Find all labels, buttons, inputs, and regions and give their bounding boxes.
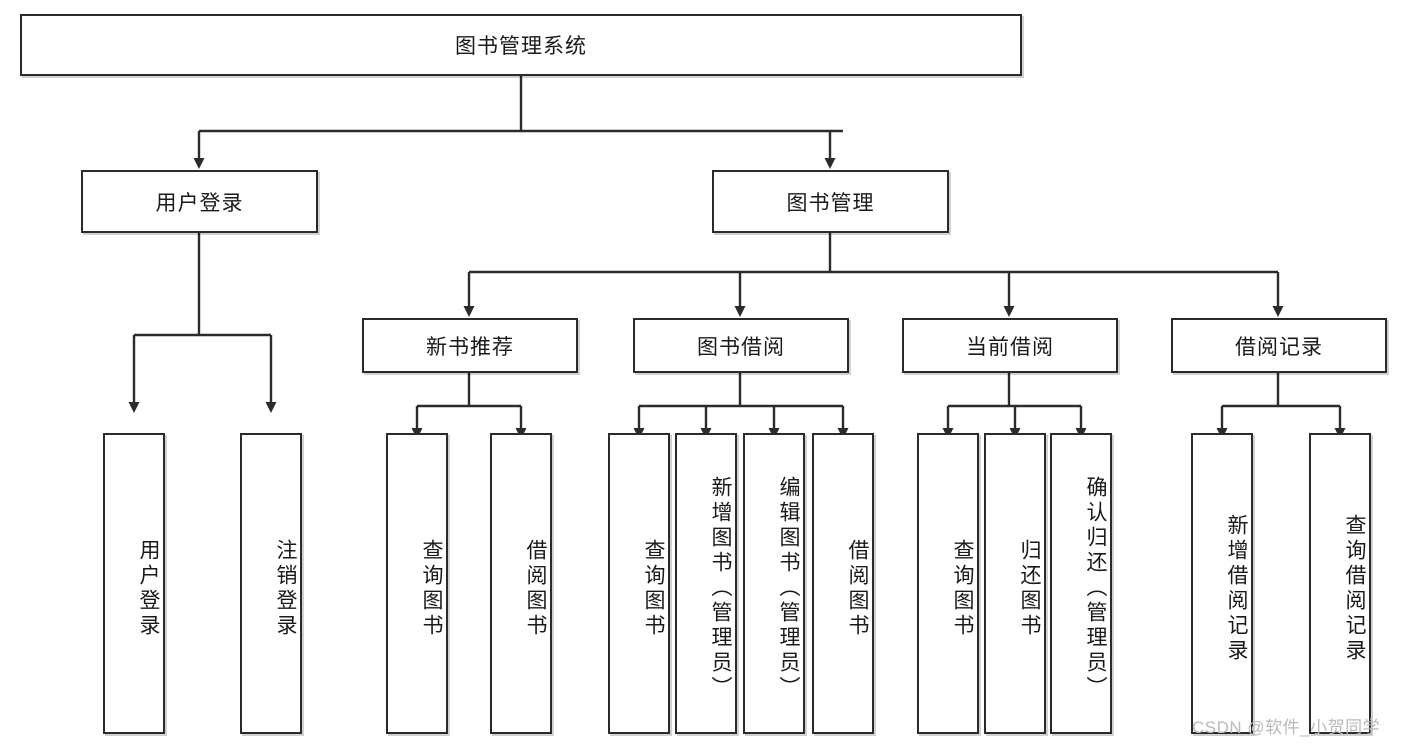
leaf-user-login[interactable]: 用户登录 (103, 433, 165, 734)
node-label: 查询图书 (951, 538, 974, 639)
leaf-query-book-borrow[interactable]: 查询图书 (608, 433, 670, 734)
node-label: 查询借阅记录 (1343, 513, 1366, 664)
node-book-borrow[interactable]: 图书借阅 (633, 318, 849, 373)
leaf-add-book-admin[interactable]: 新增图书（管理员） (675, 433, 737, 734)
leaf-return-book[interactable]: 归还图书 (984, 433, 1046, 734)
node-new-book-recommend[interactable]: 新书推荐 (362, 318, 578, 373)
leaf-add-borrow-record[interactable]: 新增借阅记录 (1191, 433, 1253, 734)
leaf-borrow-book-recommend[interactable]: 借阅图书 (490, 433, 552, 734)
node-label: 借阅记录 (1235, 335, 1323, 359)
leaf-query-book-current[interactable]: 查询图书 (917, 433, 979, 734)
node-label: 归还图书 (1018, 538, 1041, 639)
node-label: 查询图书 (642, 538, 665, 639)
leaf-logout[interactable]: 注销登录 (240, 433, 302, 734)
leaf-confirm-return-admin[interactable]: 确认归还（管理员） (1050, 433, 1112, 734)
node-label: 用户登录 (155, 191, 244, 215)
node-label: 图书借阅 (697, 335, 785, 359)
node-label: 借阅图书 (846, 538, 869, 639)
node-label: 确认归还（管理员） (1084, 476, 1107, 701)
node-label: 借阅图书 (524, 538, 547, 639)
node-label: 新增借阅记录 (1225, 513, 1248, 664)
leaf-query-book-recommend[interactable]: 查询图书 (386, 433, 448, 734)
node-label: 图书管理 (786, 191, 875, 215)
node-label: 编辑图书（管理员） (777, 476, 800, 701)
node-borrow-record[interactable]: 借阅记录 (1171, 318, 1387, 373)
leaf-borrow-book[interactable]: 借阅图书 (812, 433, 874, 734)
node-label: 当前借阅 (966, 335, 1054, 359)
node-label: 新书推荐 (426, 335, 514, 359)
leaf-query-borrow-record[interactable]: 查询借阅记录 (1309, 433, 1371, 734)
node-book-management[interactable]: 图书管理 (712, 170, 949, 233)
node-root[interactable]: 图书管理系统 (20, 14, 1022, 76)
node-label: 注销登录 (274, 538, 297, 639)
node-label: 用户登录 (137, 538, 160, 639)
node-label: 图书管理系统 (455, 35, 587, 58)
leaf-edit-book-admin[interactable]: 编辑图书（管理员） (743, 433, 805, 734)
node-label: 查询图书 (420, 538, 443, 639)
node-user-login[interactable]: 用户登录 (81, 170, 318, 233)
watermark-text: CSDN @软件_小贺同学 (1192, 718, 1381, 737)
node-current-borrow[interactable]: 当前借阅 (902, 318, 1118, 373)
node-label: 新增图书（管理员） (709, 476, 732, 701)
